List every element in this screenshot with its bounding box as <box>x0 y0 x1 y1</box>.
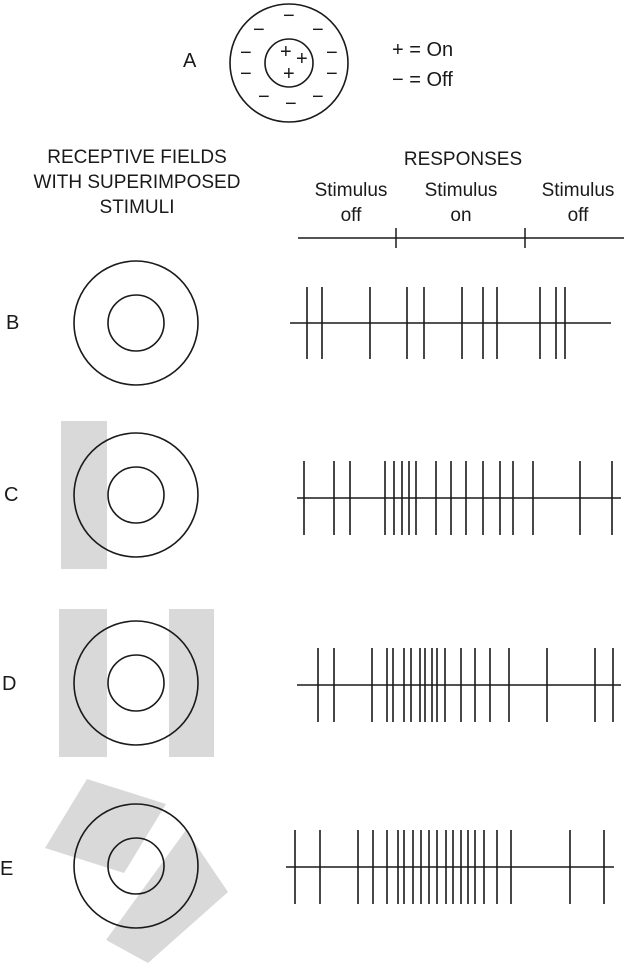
surround-sign: − <box>253 19 265 41</box>
surround-circle <box>73 432 199 558</box>
row-label: D <box>2 673 16 695</box>
center-signs: + + + <box>280 41 308 85</box>
row-label: E <box>0 858 13 880</box>
panel-a: A + + + − − − − − − − − − − + = On − = O… <box>183 3 453 123</box>
center-circle <box>107 466 165 524</box>
row-e: E <box>0 779 614 963</box>
surround-sign: − <box>240 63 252 85</box>
surround-circle <box>73 803 199 929</box>
responses-title: RESPONSES <box>404 149 522 170</box>
center-sign: + <box>283 63 295 85</box>
surround-circle <box>73 260 199 386</box>
center-circle <box>264 38 314 88</box>
right-header: RESPONSES Stimulus off Stimulus on Stimu… <box>298 149 624 248</box>
phase-label: Stimulus <box>315 180 388 201</box>
phase-label: Stimulus <box>425 180 498 201</box>
phase-label: on <box>450 205 471 226</box>
left-header-line: WITH SUPERIMPOSED <box>34 172 241 193</box>
surround-signs: − − − − − − − − − − <box>240 5 338 115</box>
left-header-line: RECEPTIVE FIELDS <box>47 147 227 168</box>
surround-sign: − <box>240 42 252 64</box>
spike-train <box>286 830 614 904</box>
center-circle <box>107 837 165 895</box>
legend-off: − = Off <box>392 69 453 91</box>
center-circle <box>107 294 165 352</box>
surround-circle <box>73 620 199 746</box>
row-label: B <box>6 312 19 334</box>
center-sign: + <box>280 41 292 63</box>
center-circle <box>107 654 165 712</box>
surround-sign: − <box>326 63 338 85</box>
row-b: B <box>6 260 611 386</box>
spike-train <box>290 287 611 359</box>
left-header: RECEPTIVE FIELDS WITH SUPERIMPOSED STIMU… <box>34 147 241 218</box>
surround-sign: − <box>258 86 270 108</box>
phase-label: off <box>341 205 363 226</box>
stimulus-bar <box>59 609 107 757</box>
surround-circle <box>229 3 349 123</box>
surround-sign: − <box>285 93 297 115</box>
row-c: C <box>4 421 621 569</box>
surround-sign: − <box>312 86 324 108</box>
phase-label: Stimulus <box>542 180 615 201</box>
left-header-line: STIMULI <box>100 197 175 218</box>
center-sign: + <box>296 48 308 70</box>
spike-train <box>297 648 621 722</box>
surround-sign: − <box>283 5 295 27</box>
row-d: D <box>2 609 621 757</box>
panel-label-a: A <box>183 50 197 72</box>
stimulus-bar <box>45 779 166 873</box>
legend-on: + = On <box>392 39 453 61</box>
stimulus-bar <box>61 421 107 569</box>
phase-label: off <box>568 205 590 226</box>
stimulus-bar <box>169 609 214 757</box>
row-label: C <box>4 484 18 506</box>
surround-sign: − <box>326 42 338 64</box>
surround-sign: − <box>312 19 324 41</box>
spike-train <box>297 461 621 535</box>
